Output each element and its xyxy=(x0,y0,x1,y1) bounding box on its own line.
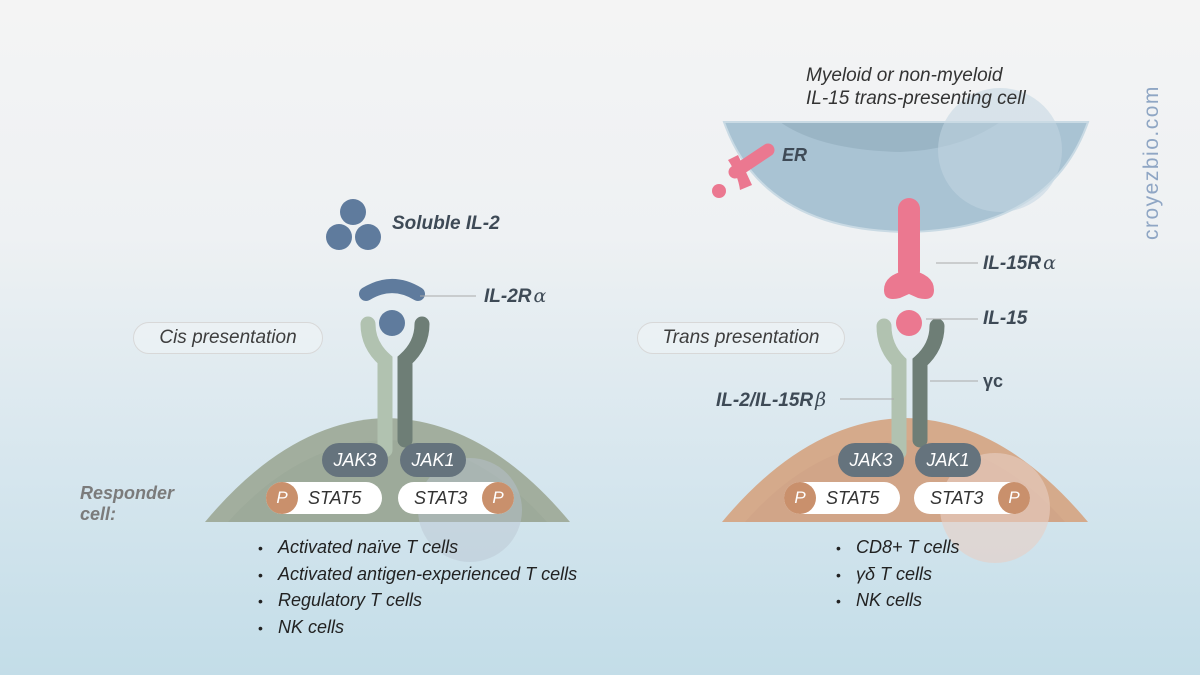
right-cell-list: •CD8+ T cells •γδ T cells •NK cells xyxy=(836,535,960,615)
list-item: •Activated antigen-experienced T cells xyxy=(258,563,578,584)
list-item: •NK cells xyxy=(258,616,345,637)
il15ra-greek: α xyxy=(1043,252,1056,274)
list-item-text: NK cells xyxy=(278,616,345,637)
left-jak3-badge: JAK3 xyxy=(322,443,388,477)
list-item: •Activated naïve T cells xyxy=(258,537,459,557)
list-item: •CD8+ T cells xyxy=(836,537,960,557)
presenting-cell-label: Myeloid or non-myeloid IL-15 trans-prese… xyxy=(806,64,1026,110)
responder-line2: cell: xyxy=(80,504,117,524)
il15-label: IL-15 xyxy=(983,308,1028,329)
right-stat5-badge: P STAT5 xyxy=(784,482,900,514)
soluble-il2-label: Soluble IL-2 xyxy=(392,213,500,234)
trans-presentation-label: Trans presentation xyxy=(637,322,845,354)
gamma-chain-label: γc xyxy=(983,371,1004,391)
list-item-text: NK cells xyxy=(856,590,923,610)
beta-text: IL-2/IL-15R xyxy=(716,390,814,411)
list-item: •Regulatory T cells xyxy=(258,590,423,610)
list-item-text: Activated naïve T cells xyxy=(278,537,459,557)
left-stat3-phospho: P xyxy=(482,482,514,514)
right-receptor-chains xyxy=(876,310,945,460)
list-item-text: Regulatory T cells xyxy=(278,590,423,610)
right-jak1-badge: JAK1 xyxy=(915,443,981,477)
presenting-cell-line2: IL-15 trans-presenting cell xyxy=(806,88,1026,109)
cis-presentation-label: Cis presentation xyxy=(133,322,323,354)
left-stat3-badge: STAT3 P xyxy=(398,482,514,514)
left-cell-list: •Activated naïve T cells •Activated anti… xyxy=(258,535,577,641)
il2ra-text: IL-2R xyxy=(484,286,532,307)
il15ra-text: IL-15R xyxy=(983,253,1042,274)
left-stat5-badge: P STAT5 xyxy=(266,482,382,514)
watermark: croyezbio.com xyxy=(1140,85,1163,240)
er-label: ER xyxy=(782,145,808,165)
left-stat5-label: STAT5 xyxy=(308,488,362,508)
list-item-text: γδ T cells xyxy=(856,563,933,584)
beta-greek: β xyxy=(815,389,827,411)
list-item: •γδ T cells xyxy=(836,563,933,584)
left-receptor-chains xyxy=(360,310,430,458)
right-stat3-badge: STAT3 P xyxy=(914,482,1030,514)
right-stat3-phospho: P xyxy=(998,482,1030,514)
right-stat5-phospho: P xyxy=(784,482,816,514)
responder-line1: Responder xyxy=(80,483,175,503)
il2ra-greek: α xyxy=(533,285,547,307)
left-stat5-phospho: P xyxy=(266,482,298,514)
il2-receptor-alpha xyxy=(359,279,425,301)
right-jak3-badge: JAK3 xyxy=(838,443,904,477)
right-stat5-label: STAT5 xyxy=(826,488,880,508)
presenting-cell xyxy=(722,88,1090,234)
soluble-il2-molecule xyxy=(326,199,381,250)
presenting-cell-line1: Myeloid or non-myeloid xyxy=(806,65,1003,86)
left-stat3-label: STAT3 xyxy=(414,488,468,508)
er-receptor xyxy=(712,143,775,198)
responder-cell-label: Responder cell: xyxy=(80,483,174,525)
list-item: •NK cells xyxy=(836,590,923,610)
list-item-text: CD8+ T cells xyxy=(856,537,960,557)
list-item-text: Activated antigen-experienced T cells xyxy=(278,563,578,584)
il15-receptor-alpha xyxy=(884,198,934,299)
left-jak1-badge: JAK1 xyxy=(400,443,466,477)
right-stat3-label: STAT3 xyxy=(930,488,984,508)
